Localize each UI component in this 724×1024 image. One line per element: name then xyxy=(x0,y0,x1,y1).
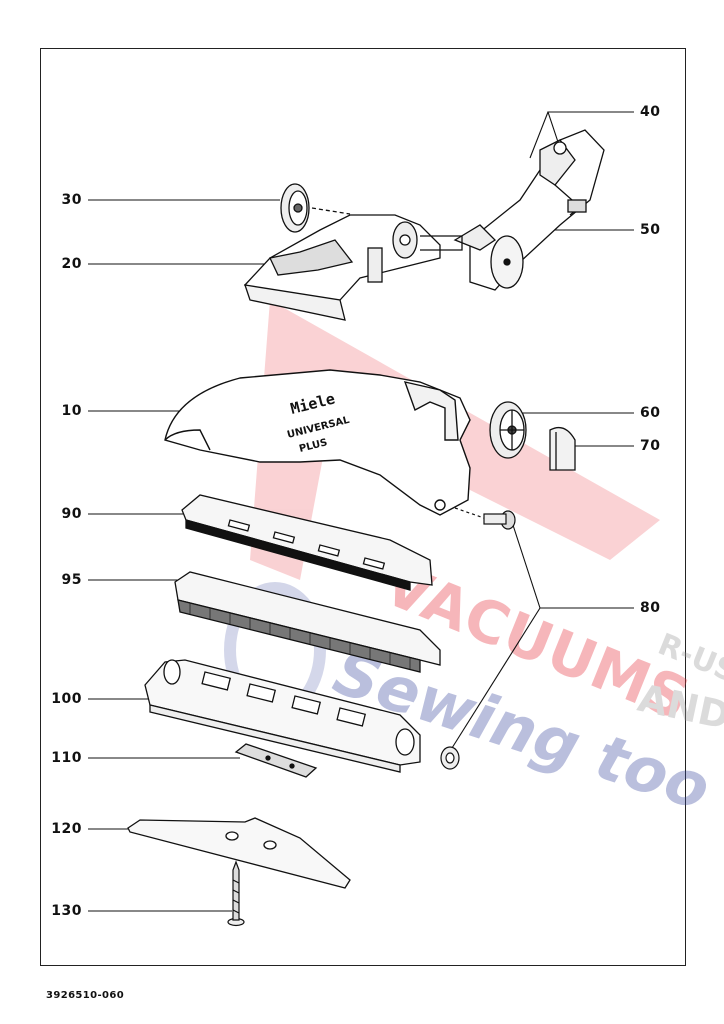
part-60-wheel xyxy=(489,401,527,459)
callout-40: 40 xyxy=(640,104,661,120)
callout-120: 120 xyxy=(51,821,82,837)
part-20-base-connector xyxy=(243,214,463,321)
callout-95: 95 xyxy=(61,572,82,588)
callout-100: 100 xyxy=(51,691,82,707)
part-90-brush-strip xyxy=(181,494,433,591)
leader-lines xyxy=(88,111,634,912)
leader-80b xyxy=(451,607,541,749)
part-50-swivel-neck xyxy=(453,129,605,291)
callout-90: 90 xyxy=(61,506,82,522)
callout-70: 70 xyxy=(640,438,661,454)
callout-60: 60 xyxy=(640,405,661,421)
callout-50: 50 xyxy=(640,222,661,238)
part-70-cap xyxy=(549,426,576,471)
part-80-pin xyxy=(440,507,516,770)
part-120-sole-plate xyxy=(127,817,351,889)
part-30-wheel xyxy=(280,183,351,233)
callout-20: 20 xyxy=(61,256,82,272)
callout-110: 110 xyxy=(51,750,82,766)
diagram-frame xyxy=(40,48,686,966)
watermark-and-text: AND xyxy=(634,676,724,738)
callout-130: 130 xyxy=(51,903,82,919)
part-100-base-frame xyxy=(144,659,421,773)
callout-80: 80 xyxy=(640,600,661,616)
leader-40b xyxy=(529,111,549,159)
part-130-screw xyxy=(227,860,245,927)
document-number: 3926510-060 xyxy=(46,990,125,1001)
part-110-plate xyxy=(234,743,318,778)
part-10-housing xyxy=(164,369,471,516)
part-95-brush-roll xyxy=(174,571,441,673)
callout-30: 30 xyxy=(61,192,82,208)
callout-10: 10 xyxy=(61,403,82,419)
